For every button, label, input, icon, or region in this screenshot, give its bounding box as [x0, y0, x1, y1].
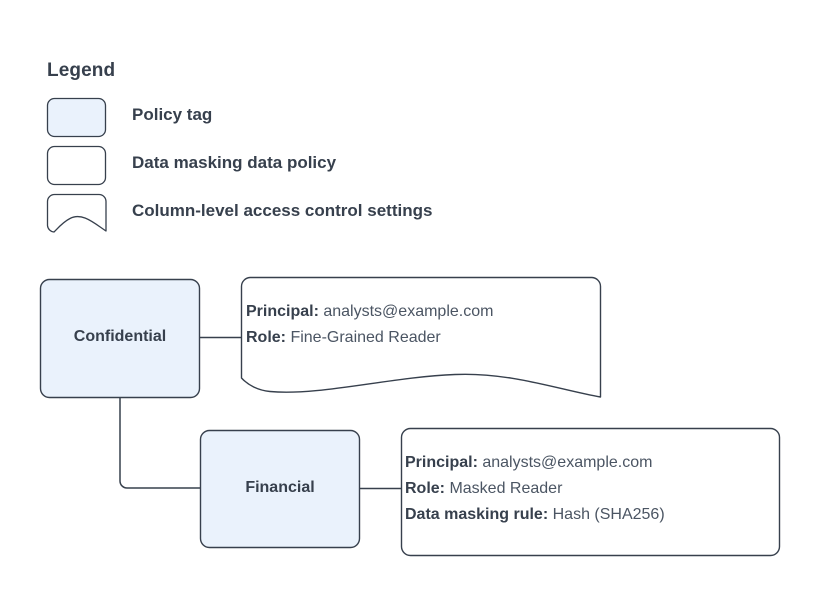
callout-two-row-principal: Principal: analysts@example.com	[405, 450, 665, 476]
node-financial-label: Financial	[245, 479, 315, 496]
callout-two-row-masking-rule-value: Hash (SHA256)	[552, 506, 665, 523]
callout-two-row-masking-rule-key: Data masking rule:	[405, 506, 549, 523]
callout-one-row-role-key: Role:	[246, 329, 286, 346]
callout-one-row-role-value: Fine-Grained Reader	[290, 329, 441, 346]
callout-two-row-role-value: Masked Reader	[449, 480, 563, 497]
callout-one-row-principal-key: Principal:	[246, 303, 319, 320]
connector-confidential-to-financial	[119, 398, 200, 489]
legend-swatch-policy-tag	[46, 97, 107, 138]
callout-one-row-principal: Principal: analysts@example.com	[246, 299, 493, 325]
callout-one-row-role: Role: Fine-Grained Reader	[246, 325, 493, 351]
callout-two-row-role-key: Role:	[405, 480, 445, 497]
callout-two-row-principal-value: analysts@example.com	[482, 454, 653, 471]
node-financial[interactable]	[199, 429, 361, 549]
callout-one-shape[interactable]	[240, 276, 602, 398]
callout-two-row-principal-key: Principal:	[405, 454, 478, 471]
callout-two-text: Principal: analysts@example.com Role: Ma…	[405, 450, 665, 528]
legend-label-policy-tag: Policy tag	[132, 105, 213, 124]
legend-label-data-masking-policy: Data masking data policy	[132, 153, 337, 172]
callout-two-shape[interactable]	[400, 427, 781, 557]
callout-two-row-role: Role: Masked Reader	[405, 476, 665, 502]
callout-two-row-masking-rule: Data masking rule: Hash (SHA256)	[405, 502, 665, 528]
legend-swatch-column-access-settings	[46, 193, 107, 233]
callout-one-text: Principal: analysts@example.com Role: Fi…	[246, 299, 493, 351]
node-confidential-label: Confidential	[73, 328, 167, 345]
legend-swatch-data-masking-policy	[46, 145, 107, 186]
legend-title: Legend	[47, 60, 116, 81]
callout-one-row-principal-value: analysts@example.com	[323, 303, 494, 320]
legend-label-column-access-settings: Column-level access control settings	[132, 201, 433, 220]
node-confidential[interactable]	[39, 278, 201, 399]
